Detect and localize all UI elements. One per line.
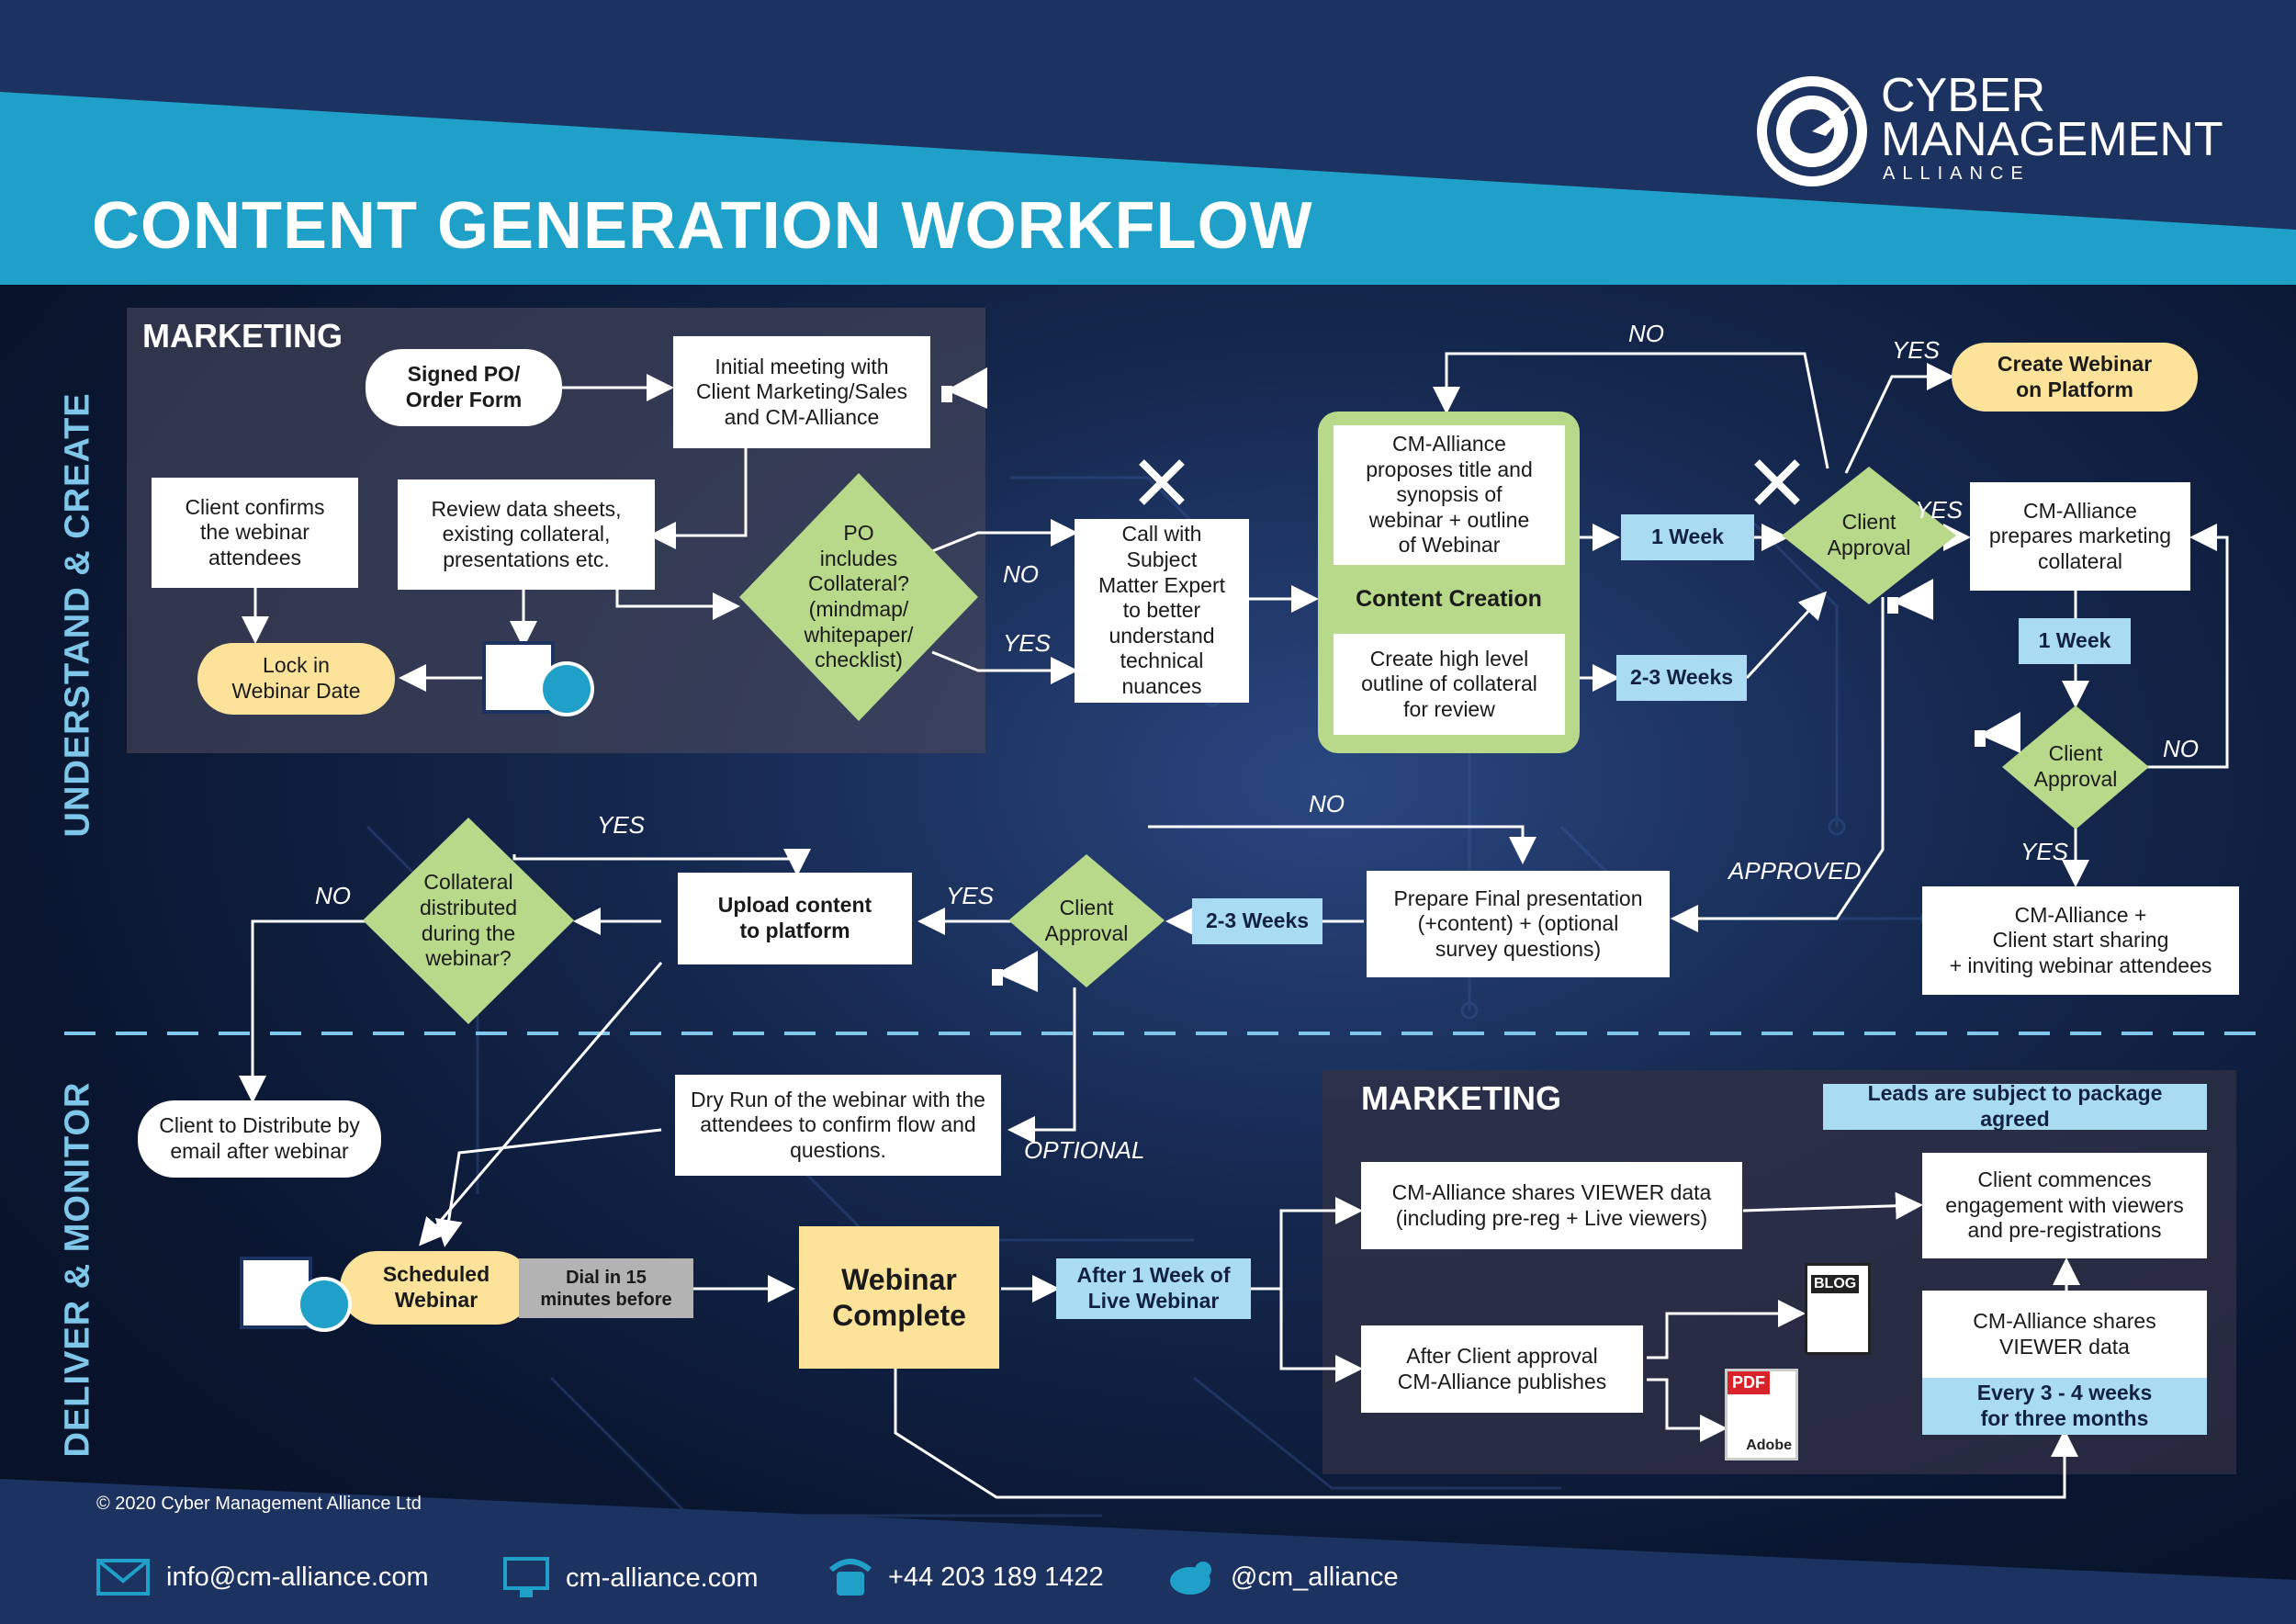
- upload-content-node: Upload content to platform: [678, 873, 912, 964]
- marketing-title-top: MARKETING: [142, 317, 343, 355]
- scheduled-webinar-node: Scheduled Webinar: [340, 1251, 533, 1325]
- signed-po-node: Signed PO/ Order Form: [366, 349, 562, 426]
- label-no-mid: NO: [1309, 790, 1345, 818]
- logo-line-3: ALLIANCE: [1883, 164, 2031, 184]
- after-approval-node: After Client approval CM-Alliance publis…: [1361, 1325, 1643, 1413]
- client-distribute-node: Client to Distribute by email after webi…: [138, 1100, 381, 1178]
- tools-icon: [1139, 459, 1185, 505]
- label-no-top: NO: [1628, 320, 1664, 347]
- monitor-icon: [503, 1557, 549, 1597]
- footer-phone-text: +44 203 189 1422: [888, 1562, 1104, 1592]
- megaphone-icon: [941, 367, 987, 409]
- po-collateral-diamond: [739, 473, 978, 721]
- megaphone-icon-2: [1887, 579, 1933, 620]
- prepares-collateral-node: CM-Alliance prepares marketing collatera…: [1970, 482, 2190, 591]
- company-logo: CYBER MANAGEMENT ALLIANCE: [1752, 72, 2239, 191]
- twitter-icon: [1170, 1562, 1211, 1595]
- footer-email[interactable]: info@cm-alliance.com: [96, 1559, 429, 1596]
- page-title: CONTENT GENERATION WORKFLOW: [92, 189, 1313, 263]
- phone-icon: [829, 1559, 872, 1596]
- after-one-week-tag: After 1 Week of Live Webinar: [1056, 1258, 1251, 1319]
- megaphone-icon-3: [1975, 712, 2020, 753]
- marketing-title-bottom: MARKETING: [1361, 1079, 1561, 1117]
- label-no-1: NO: [1003, 560, 1039, 588]
- blog-icon-label: BLOG: [1811, 1275, 1860, 1293]
- cm-proposes-node: CM-Alliance proposes title and synopsis …: [1334, 425, 1565, 565]
- dial-in-node: Dial in 15 minutes before: [519, 1258, 693, 1318]
- label-approved: APPROVED: [1728, 857, 1862, 885]
- lock-date-node: Lock in Webinar Date: [197, 643, 395, 715]
- content-creation-label: Content Creation: [1356, 586, 1542, 612]
- client-confirms-node: Client confirms the webinar attendees: [152, 478, 358, 588]
- footer-phone[interactable]: +44 203 189 1422: [829, 1557, 1104, 1597]
- footer-twitter-text: @cm_alliance: [1231, 1562, 1399, 1592]
- dry-run-node: Dry Run of the webinar with the attendee…: [675, 1075, 1001, 1176]
- logo-emblem-icon: [1757, 76, 1867, 186]
- pdf-icon: PDF Adobe: [1725, 1369, 1798, 1460]
- start-sharing-node: CM-Alliance + Client start sharing + inv…: [1922, 886, 2239, 995]
- pdf-icon-label: PDF: [1728, 1371, 1770, 1394]
- label-yes-down: YES: [2020, 838, 2069, 865]
- leads-subject-tag: Leads are subject to package agreed: [1823, 1081, 2207, 1131]
- every-weeks-tag: Every 3 - 4 weeks for three months: [1922, 1378, 2207, 1435]
- footer-twitter[interactable]: @cm_alliance: [1165, 1557, 1399, 1597]
- two-three-weeks-tag-a: 2-3 Weeks: [1616, 655, 1747, 701]
- label-optional: OPTIONAL: [1024, 1136, 1145, 1164]
- client-approval-3-diamond: [1008, 854, 1165, 987]
- calendar-clock-icon-2: [240, 1257, 352, 1332]
- adobe-icon-label: Adobe: [1746, 1438, 1792, 1453]
- client-approval-1-diamond: [1782, 467, 1956, 604]
- logo-line-1: CYBER: [1881, 69, 2046, 122]
- two-three-weeks-tag-b: 2-3 Weeks: [1192, 898, 1322, 944]
- label-yes-left: YES: [597, 811, 646, 839]
- shares-viewer-2-node: CM-Alliance shares VIEWER data: [1922, 1291, 2207, 1378]
- blog-icon: BLOG: [1805, 1263, 1871, 1355]
- label-no-right: NO: [2163, 735, 2199, 762]
- mail-icon: [96, 1559, 150, 1596]
- create-webinar-node: Create Webinar on Platform: [1952, 343, 2198, 412]
- one-week-tag-b: 1 Week: [2019, 618, 2131, 664]
- client-approval-2-diamond: [2002, 705, 2149, 829]
- label-yes-top: YES: [1892, 336, 1941, 364]
- shares-viewer-data-node: CM-Alliance shares VIEWER data (includin…: [1361, 1162, 1742, 1249]
- footer-band: [0, 1479, 2296, 1624]
- label-no-left: NO: [315, 882, 351, 909]
- label-yes-1: YES: [1003, 629, 1052, 657]
- footer-website-text: cm-alliance.com: [566, 1562, 759, 1593]
- calendar-clock-icon: [482, 641, 594, 716]
- create-outline-node: Create high level outline of collateral …: [1334, 634, 1565, 735]
- review-data-node: Review data sheets, existing collateral,…: [398, 479, 655, 590]
- footer-email-text: info@cm-alliance.com: [166, 1562, 429, 1592]
- client-commences-node: Client commences engagement with viewers…: [1922, 1153, 2207, 1258]
- section-divider: [64, 1032, 2268, 1035]
- client-approval-2-text: Client Approval: [2033, 741, 2118, 791]
- prepare-final-node: Prepare Final presentation (+content) + …: [1367, 871, 1670, 977]
- logo-line-2: MANAGEMENT: [1881, 113, 2223, 166]
- collateral-distributed-diamond: [363, 818, 574, 1024]
- client-approval-3-text: Client Approval: [1044, 896, 1129, 945]
- one-week-tag-a: 1 Week: [1621, 514, 1754, 560]
- initial-meeting-node: Initial meeting with Client Marketing/Sa…: [673, 336, 930, 448]
- collateral-distributed-text: Collateral distributed during the webina…: [419, 870, 518, 971]
- label-yes-mid: YES: [946, 882, 995, 909]
- megaphone-icon-4: [992, 951, 1038, 992]
- webinar-complete-node: Webinar Complete: [799, 1226, 999, 1369]
- copyright-text: © 2020 Cyber Management Alliance Ltd: [96, 1494, 422, 1514]
- label-yes-right: YES: [1915, 496, 1964, 524]
- call-sme-node: Call with Subject Matter Expert to bette…: [1075, 519, 1249, 703]
- client-approval-1-text: Client Approval: [1827, 510, 1911, 559]
- po-collateral-text: PO includes Collateral? (mindmap/ whitep…: [804, 521, 914, 672]
- tools-icon-2: [1754, 459, 1800, 505]
- footer-website[interactable]: cm-alliance.com: [503, 1557, 759, 1599]
